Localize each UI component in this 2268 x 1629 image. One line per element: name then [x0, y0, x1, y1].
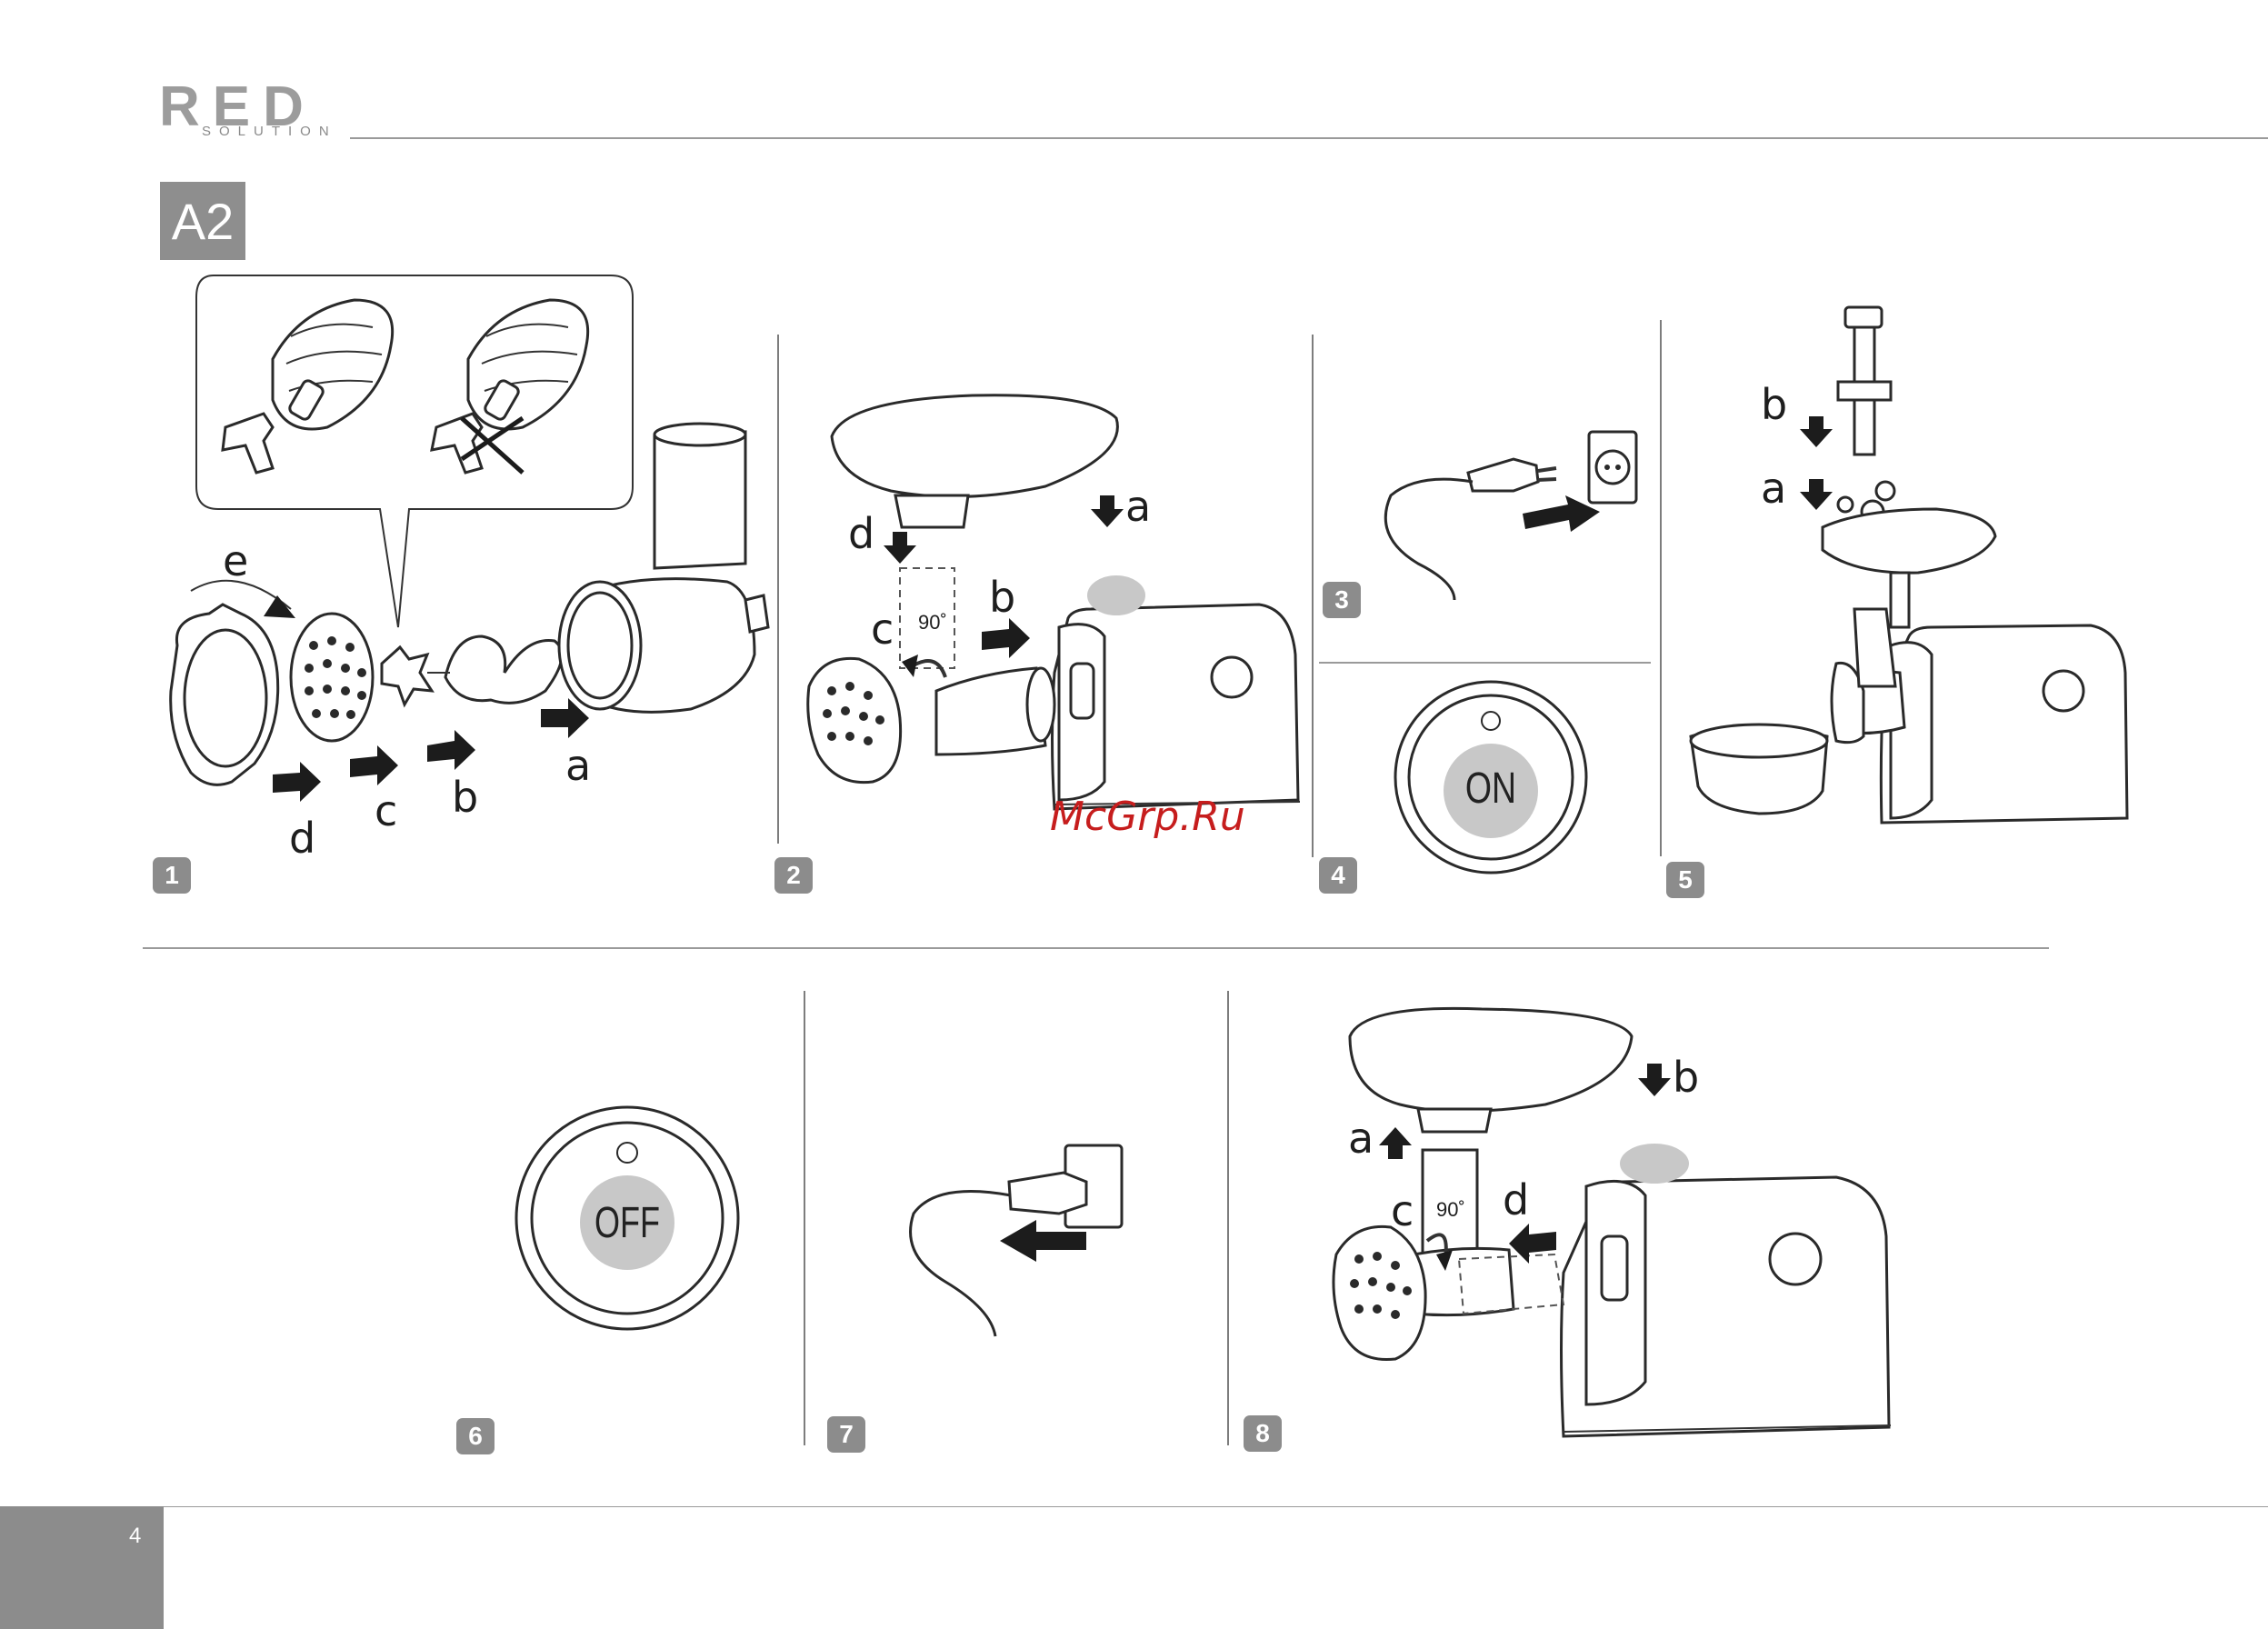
step8-label-b: b	[1673, 1053, 1699, 1102]
step-badge-8: 8	[1244, 1415, 1282, 1452]
step8-angle: 90˚	[1436, 1198, 1465, 1222]
footer-rule	[164, 1506, 2268, 1507]
step8-label-c: c	[1391, 1186, 1414, 1235]
step8-label-a: a	[1348, 1114, 1374, 1163]
step8-label-d: d	[1503, 1175, 1529, 1224]
page-number: 4	[129, 1524, 141, 1549]
